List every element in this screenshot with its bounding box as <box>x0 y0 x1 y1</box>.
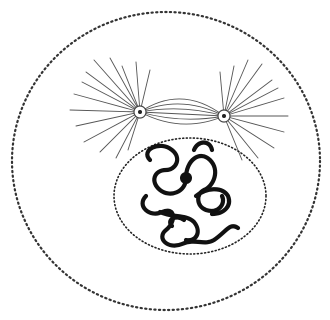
centrosome-right <box>218 110 230 122</box>
cell-membrane <box>12 12 320 310</box>
chromatin <box>143 143 238 246</box>
spindle-fibers <box>140 99 224 124</box>
aster-right <box>220 60 288 160</box>
nuclear-envelope <box>114 138 266 254</box>
centrosome-left <box>134 106 146 118</box>
nucleolus <box>180 172 192 184</box>
